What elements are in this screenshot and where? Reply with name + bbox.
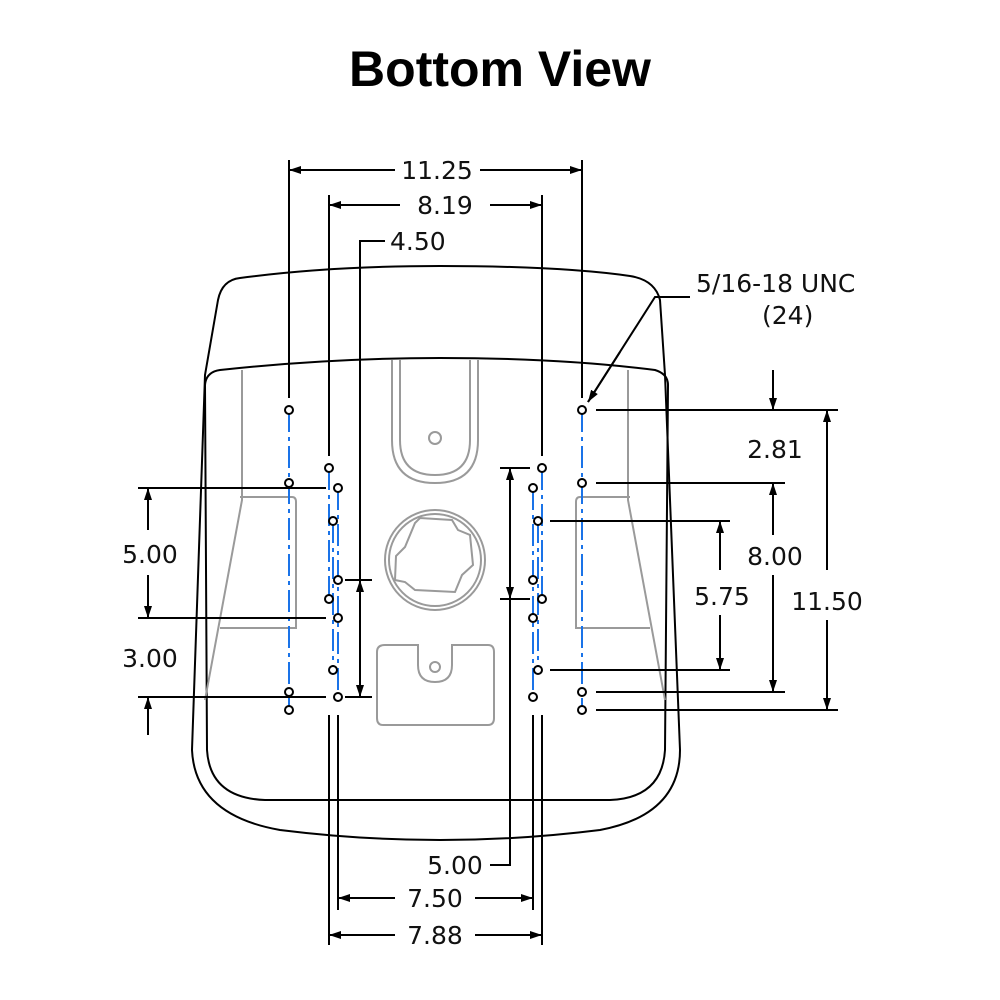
mounting-hole [284,705,294,715]
dimension-lines [138,160,838,945]
mounting-hole [284,405,294,415]
dim-label-8-00: 8.00 [747,542,803,571]
dim-label-5-75: 5.75 [694,582,750,611]
mounting-hole [328,665,338,675]
dim-label-7-50: 7.50 [407,884,463,913]
page-title: Bottom View [349,41,651,97]
mounting-hole [284,687,294,697]
mounting-hole [333,692,343,702]
dim-label-11-50: 11.50 [791,587,863,616]
mounting-hole [328,516,338,526]
mounting-hole [533,516,543,526]
dim-label-8-19: 8.19 [417,191,473,220]
dim-label-7-88: 7.88 [407,921,463,950]
mounting-hole [284,478,294,488]
hole-centerlines [288,410,583,710]
dim-label-5-00-left: 5.00 [122,540,178,569]
mounting-hole [528,483,538,493]
mounting-hole [537,463,547,473]
outer-housing-outline [190,264,682,841]
mounting-hole [324,594,334,604]
mounting-hole [333,483,343,493]
dim-label-11-25: 11.25 [401,156,473,185]
mounting-hole [577,687,587,697]
dim-label-5-00-bottom: 5.00 [427,851,483,880]
mounting-hole [577,405,587,415]
mounting-hole [577,705,587,715]
mounting-hole [333,613,343,623]
mounting-hole [528,575,538,585]
thread-count-label: (24) [762,301,813,330]
mounting-hole [537,594,547,604]
mounting-hole [324,463,334,473]
mounting-hole [577,478,587,488]
inner-base-outline [203,356,670,801]
grey-details [204,360,666,726]
mounting-hole [533,665,543,675]
thread-spec-label: 5/16-18 UNC [696,269,855,298]
dim-label-3-00: 3.00 [122,644,178,673]
mounting-hole [528,692,538,702]
mounting-holes [284,405,587,715]
dim-label-2-81: 2.81 [747,435,803,464]
dim-label-4-50: 4.50 [390,227,446,256]
mounting-hole [528,613,538,623]
mounting-hole [333,575,343,585]
